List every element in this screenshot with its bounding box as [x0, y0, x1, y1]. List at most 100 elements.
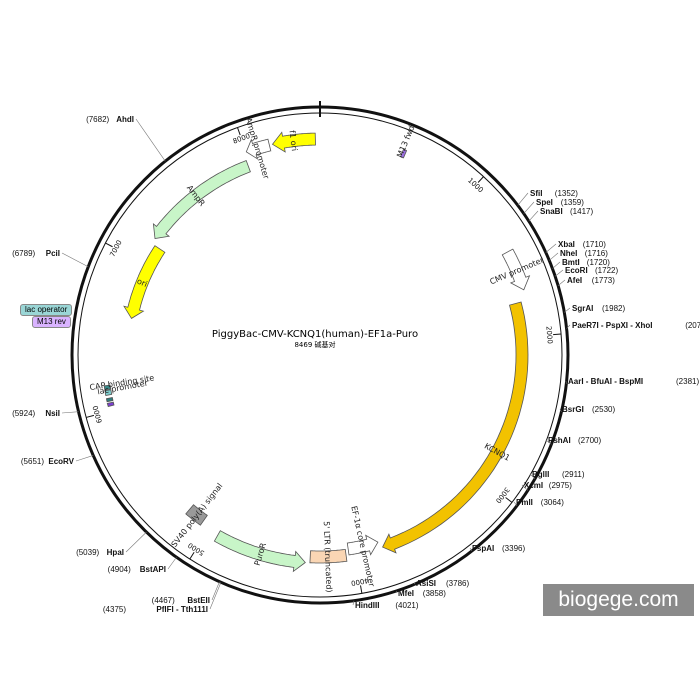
tick-3000 — [505, 497, 513, 503]
site-hindiii: HindIII (4021) — [352, 600, 419, 610]
watermark-text: biogege.com — [558, 588, 679, 611]
site-name: PciI — [46, 249, 60, 258]
site-name: FspAI — [472, 544, 494, 553]
feature-label-3: ori — [136, 277, 149, 289]
site-leader — [413, 582, 416, 585]
site-name: AhdI — [116, 115, 134, 124]
site-ahdi: AhdI (7682) — [86, 115, 166, 162]
plasmid-length: 8469 碱基对 — [294, 340, 335, 349]
restriction-sites: SfiI(1352)SpeI(1359)SnaBI(1417)XbaI(1710… — [12, 115, 700, 614]
site-name: SnaBI — [540, 207, 563, 216]
site-position: (1722) — [595, 266, 618, 275]
site-leader — [352, 600, 355, 606]
site-name: AfeI — [567, 276, 582, 285]
site-pmli: PmlI(3064) — [513, 498, 564, 507]
tick-label-2000: 2000 — [544, 326, 554, 344]
site-leader — [564, 307, 571, 313]
site-position: (5039) — [76, 548, 99, 557]
site-position: (2975) — [549, 481, 572, 490]
site-leader — [528, 210, 539, 222]
site-position: (6789) — [12, 249, 35, 258]
site-pcii: PciI (6789) — [12, 249, 89, 268]
feature-arrows — [103, 131, 531, 573]
feature-puror — [213, 530, 306, 573]
site-position: (1773) — [592, 276, 615, 285]
site-ecorv: EcoRV(5651) — [21, 455, 94, 466]
feature-ori — [123, 245, 166, 319]
tick-5000 — [189, 551, 195, 560]
site-name: HindIII — [355, 601, 379, 610]
feature-label-12: M13 fwd — [395, 124, 416, 159]
site-position: (7682) — [86, 115, 109, 124]
site-leader — [545, 243, 557, 253]
tick-1000 — [477, 176, 484, 183]
tick-4000 — [360, 585, 363, 594]
site-leader — [517, 192, 529, 206]
site-bstapi: BstAPI(4904) — [108, 557, 177, 574]
tick-8000 — [237, 127, 241, 136]
watermark-background — [543, 584, 694, 616]
site-leader — [523, 201, 535, 214]
site-bsteii: BstEII (4467) — [152, 581, 220, 605]
feature-cmv-promoter — [501, 248, 531, 291]
lac-operator-tag: lac operator — [20, 304, 73, 316]
tick-2000 — [553, 333, 562, 336]
site-name: PflFI - Tth111I — [156, 605, 208, 614]
feature-kcnq1 — [382, 301, 529, 554]
feature-ampr-promoter — [245, 138, 272, 160]
site-aari-bfuai-bspmi: AarI - BfuAI - BspMI(2381) — [565, 377, 699, 386]
feature-label-0: f1 ori — [288, 130, 299, 152]
site-name: PshAI — [548, 436, 571, 445]
site-paer7i-pspxi-xhoi: PaeR7I - PspXI - XhoI (2073) — [566, 321, 700, 330]
site-position: (4021) — [395, 601, 418, 610]
tick-label-1000: 1000 — [466, 176, 485, 194]
site-leader — [135, 118, 166, 162]
site-pshai: PshAI(2700) — [545, 436, 601, 445]
site-leader — [545, 439, 552, 445]
site-mfei: MfeI (3858) — [395, 589, 446, 598]
site-position: (1352) — [555, 189, 578, 198]
site-name: SgrAI — [572, 304, 593, 313]
site-position: (4467) — [152, 596, 175, 605]
site-position: (3858) — [423, 589, 446, 598]
site-fspai: FspAI(3396) — [469, 544, 525, 553]
tick-label-5000: 5000 — [187, 541, 206, 557]
site-name: PmlI — [516, 498, 533, 507]
site-position: (5924) — [12, 409, 35, 418]
feature-ef-1-core-promoter — [346, 534, 379, 556]
site-position: (1982) — [602, 304, 625, 313]
backbone-circle — [70, 105, 570, 605]
site-name: PaeR7I - PspXI - XhoI — [572, 321, 652, 330]
site-bmti: BmtI(1720) — [552, 258, 610, 269]
site-position: (1359) — [561, 198, 584, 207]
site-leader — [125, 531, 147, 553]
tick-6000 — [86, 414, 95, 418]
site-leader — [559, 408, 562, 412]
site-position: (3786) — [446, 579, 469, 588]
site-name: EcoRI — [565, 266, 588, 275]
feature-f1-ori — [271, 131, 316, 153]
feature-sv40-poly-a-signal — [185, 504, 208, 526]
site-name: MfeI — [398, 589, 414, 598]
site-name: BglII — [532, 470, 549, 479]
site-position: (2530) — [592, 405, 615, 414]
site-sgrai: SgrAI (1982) — [564, 304, 625, 313]
tick-label-7000: 7000 — [108, 239, 123, 259]
site-bglii: BglII (2911) — [529, 470, 585, 479]
site-position: (2073) — [685, 321, 700, 330]
site-position: (1720) — [587, 258, 610, 267]
site-name: BstEII — [187, 596, 210, 605]
site-name: BsrGI — [562, 405, 584, 414]
backbone-inner-circle — [77, 112, 563, 598]
site-leader — [554, 269, 564, 277]
tick-7000 — [105, 242, 113, 248]
site-position: (1710) — [583, 240, 606, 249]
site-leader — [167, 557, 177, 570]
site-ecori: EcoRI (1722) — [554, 266, 618, 277]
site-sfii: SfiI(1352) — [517, 189, 578, 206]
feature-ampr — [152, 159, 251, 239]
site-xcmi: XcmI(2975) — [521, 481, 572, 491]
site-position: (2911) — [562, 470, 585, 479]
site-name: XbaI — [558, 240, 575, 249]
feature-label-7: 5' LTR (truncated) — [322, 521, 334, 593]
